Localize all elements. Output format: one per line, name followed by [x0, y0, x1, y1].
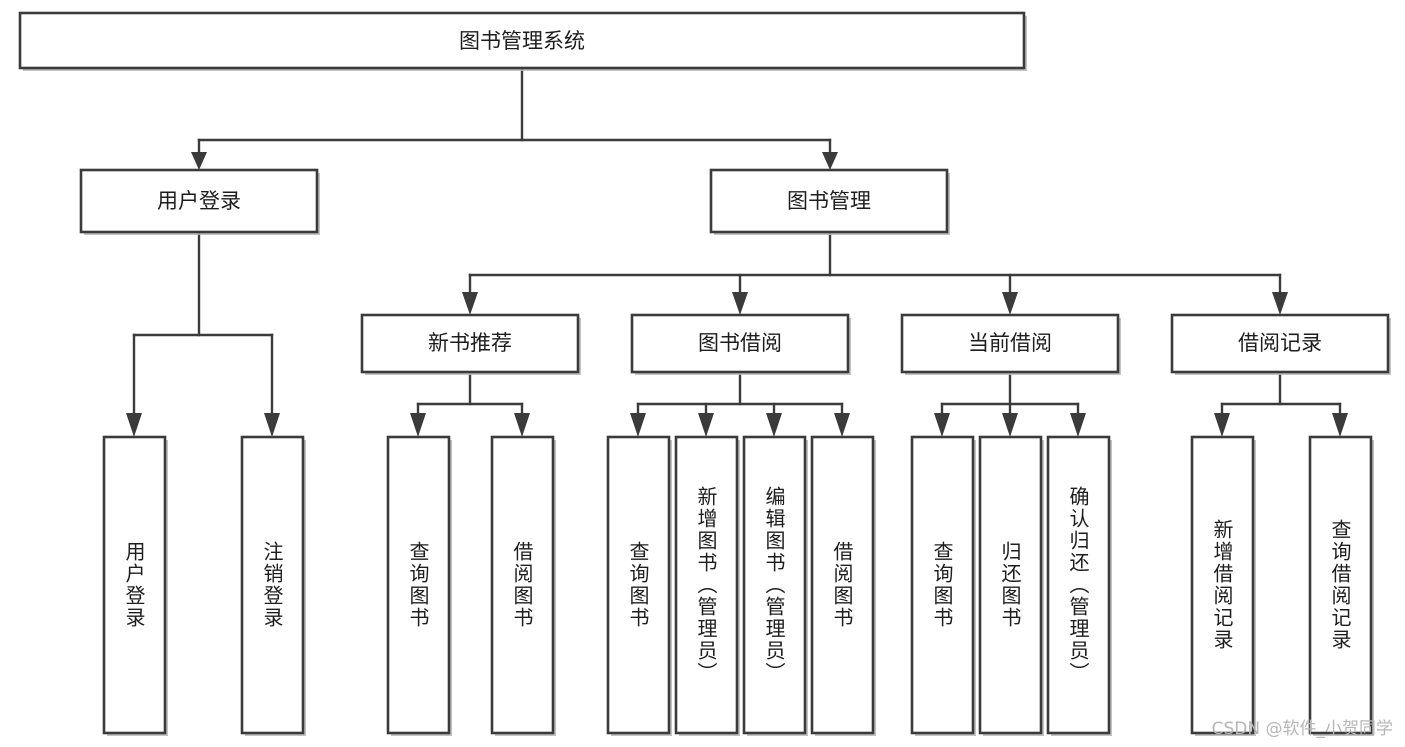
arrowhead-currentborrow-leaf3 [1070, 413, 1086, 437]
borrow-record-label: 借阅记录 [1238, 331, 1322, 355]
node-current-borrow[interactable]: 当前借阅 [900, 313, 1121, 375]
leaf-currentborrow-confirm-return[interactable]: 确认归还（管理员） [1046, 435, 1112, 736]
leaf-label: 注销登录 [260, 541, 284, 629]
leaf-label: 编辑图书（管理员） [762, 486, 786, 684]
new-book-box [360, 313, 580, 374]
leaf-bookborrow-query-book[interactable]: 查询图书 [606, 435, 672, 736]
book-manage-box [709, 168, 949, 234]
leaf-box [1190, 435, 1255, 735]
arrowhead-newbook [462, 292, 478, 315]
leaf-currentborrow-query-book[interactable]: 查询图书 [910, 435, 976, 736]
leaf-label: 新增借阅记录 [1210, 519, 1234, 651]
arrowhead-borrowrecord-leaf2 [1332, 413, 1348, 437]
current-borrow-box [900, 313, 1120, 374]
arrowhead-bookborrow [732, 292, 748, 315]
node-user-login[interactable]: 用户登录 [79, 168, 320, 235]
leaf-label: 查询图书 [406, 541, 430, 629]
leaf-box [810, 435, 875, 735]
leaf-box [490, 435, 555, 735]
leaf-currentborrow-return-book[interactable]: 归还图书 [978, 435, 1044, 736]
new-book-label: 新书推荐 [428, 331, 512, 355]
arrowhead-bookborrow-leaf3 [766, 413, 782, 437]
leaf-bookborrow-edit-book[interactable]: 编辑图书（管理员） [742, 435, 808, 736]
book-manage-label: 图书管理 [787, 189, 871, 213]
book-borrow-label: 图书借阅 [698, 331, 782, 355]
watermark-text: CSDN @软件_小贺同学 [1211, 719, 1393, 739]
leaf-label: 归还图书 [998, 541, 1022, 629]
arrowhead-newbook-leaf2 [514, 413, 530, 437]
user-login-label: 用户登录 [157, 189, 241, 213]
arrowhead-leaf-logout [264, 413, 280, 437]
arrowhead-borrowrecord-leaf1 [1214, 413, 1230, 437]
leaf-box [102, 435, 167, 735]
connector-layer [126, 66, 1348, 437]
leaf-borrowrecord-add-record[interactable]: 新增借阅记录 [1190, 435, 1256, 736]
leaf-label: 查询借阅记录 [1328, 519, 1352, 651]
arrowhead-currentborrow [1002, 292, 1018, 315]
node-borrow-record[interactable]: 借阅记录 [1170, 313, 1391, 375]
book-borrow-box [630, 313, 850, 374]
leaf-label: 查询图书 [626, 541, 650, 629]
arrowhead-borrowrecord [1272, 292, 1288, 315]
leaf-borrowrecord-query-record[interactable]: 查询借阅记录 [1308, 435, 1374, 736]
leaf-box [606, 435, 671, 735]
leaf-label: 借阅图书 [830, 541, 854, 629]
node-root[interactable]: 图书管理系统 [18, 11, 1027, 71]
leaf-box [978, 435, 1043, 735]
node-book-borrow[interactable]: 图书借阅 [630, 313, 851, 375]
leaf-bookborrow-add-book[interactable]: 新增图书（管理员） [674, 435, 740, 736]
arrowhead-bookborrow-leaf4 [834, 413, 850, 437]
leaf-bookborrow-borrow-book[interactable]: 借阅图书 [810, 435, 876, 736]
leaf-box [742, 435, 807, 735]
leaf-box [674, 435, 739, 735]
arrowhead-bookborrow-leaf1 [630, 413, 646, 437]
leaf-label: 借阅图书 [510, 541, 534, 629]
leaf-box [386, 435, 451, 735]
arrowhead-book-manage [822, 152, 838, 170]
leaf-newbook-query-book[interactable]: 查询图书 [386, 435, 452, 736]
leaf-box [1046, 435, 1111, 735]
root-label: 图书管理系统 [459, 29, 585, 53]
arrowhead-newbook-leaf1 [410, 413, 426, 437]
borrow-record-box [1170, 313, 1390, 374]
current-borrow-label: 当前借阅 [968, 331, 1052, 355]
node-new-book-recommend[interactable]: 新书推荐 [360, 313, 581, 375]
leaf-label: 确认归还（管理员） [1066, 486, 1090, 684]
leaf-user-login-logout[interactable]: 注销登录 [240, 435, 306, 736]
root-box [18, 11, 1026, 70]
leaf-newbook-borrow-book[interactable]: 借阅图书 [490, 435, 556, 736]
leaf-label: 用户登录 [122, 541, 146, 629]
arrowhead-bookborrow-leaf2 [698, 413, 714, 437]
leaf-box [1308, 435, 1373, 735]
arrowhead-currentborrow-leaf2 [1002, 413, 1018, 437]
leaf-label: 查询图书 [930, 541, 954, 629]
arrowhead-currentborrow-leaf1 [934, 413, 950, 437]
arrowhead-user-login [191, 152, 207, 170]
leaf-label: 新增图书（管理员） [694, 486, 718, 684]
node-book-manage[interactable]: 图书管理 [709, 168, 950, 235]
user-login-box [79, 168, 319, 234]
leaf-box [240, 435, 305, 735]
leaf-box [910, 435, 975, 735]
arrowhead-leaf-user-login [126, 413, 142, 437]
leaf-user-login-login[interactable]: 用户登录 [102, 435, 168, 736]
